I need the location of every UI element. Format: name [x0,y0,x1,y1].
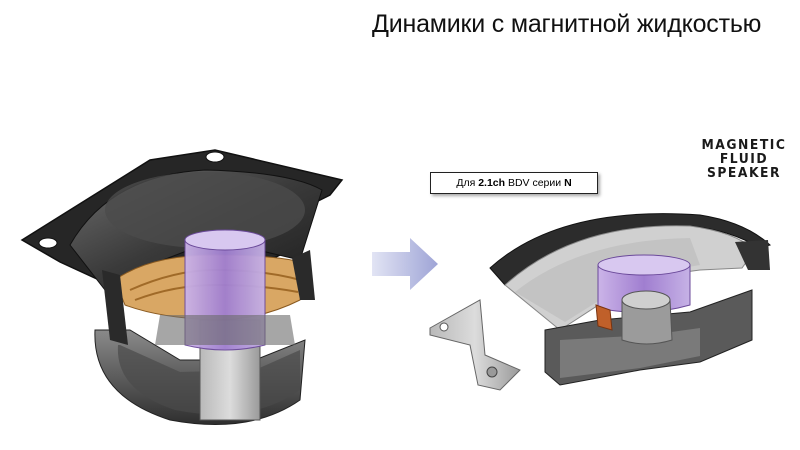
badge-middle: BDV серии [505,177,565,189]
left-speaker [20,149,344,425]
badge-prefix: Для [456,177,479,189]
logo-line-3: SPEAKER [706,166,782,181]
magnetic-fluid-ring [595,304,613,331]
logo-line-1: MAGNETIC [701,138,787,153]
transition-arrow [372,238,438,290]
slide-title: Динамики с магнитной жидкостью [372,10,762,38]
series-badge: Для 2.1ch BDV серии N [430,172,598,194]
right-mounting-plate [429,299,521,391]
logo-line-2: FLUID [719,152,769,167]
magnetic-fluid-speaker-logo: MAGNETIC FLUID SPEAKER [698,139,790,181]
magnetic-fluid-speaker [429,213,771,391]
badge-channels: 2.1ch [478,177,506,189]
badge-series: N [564,177,572,189]
